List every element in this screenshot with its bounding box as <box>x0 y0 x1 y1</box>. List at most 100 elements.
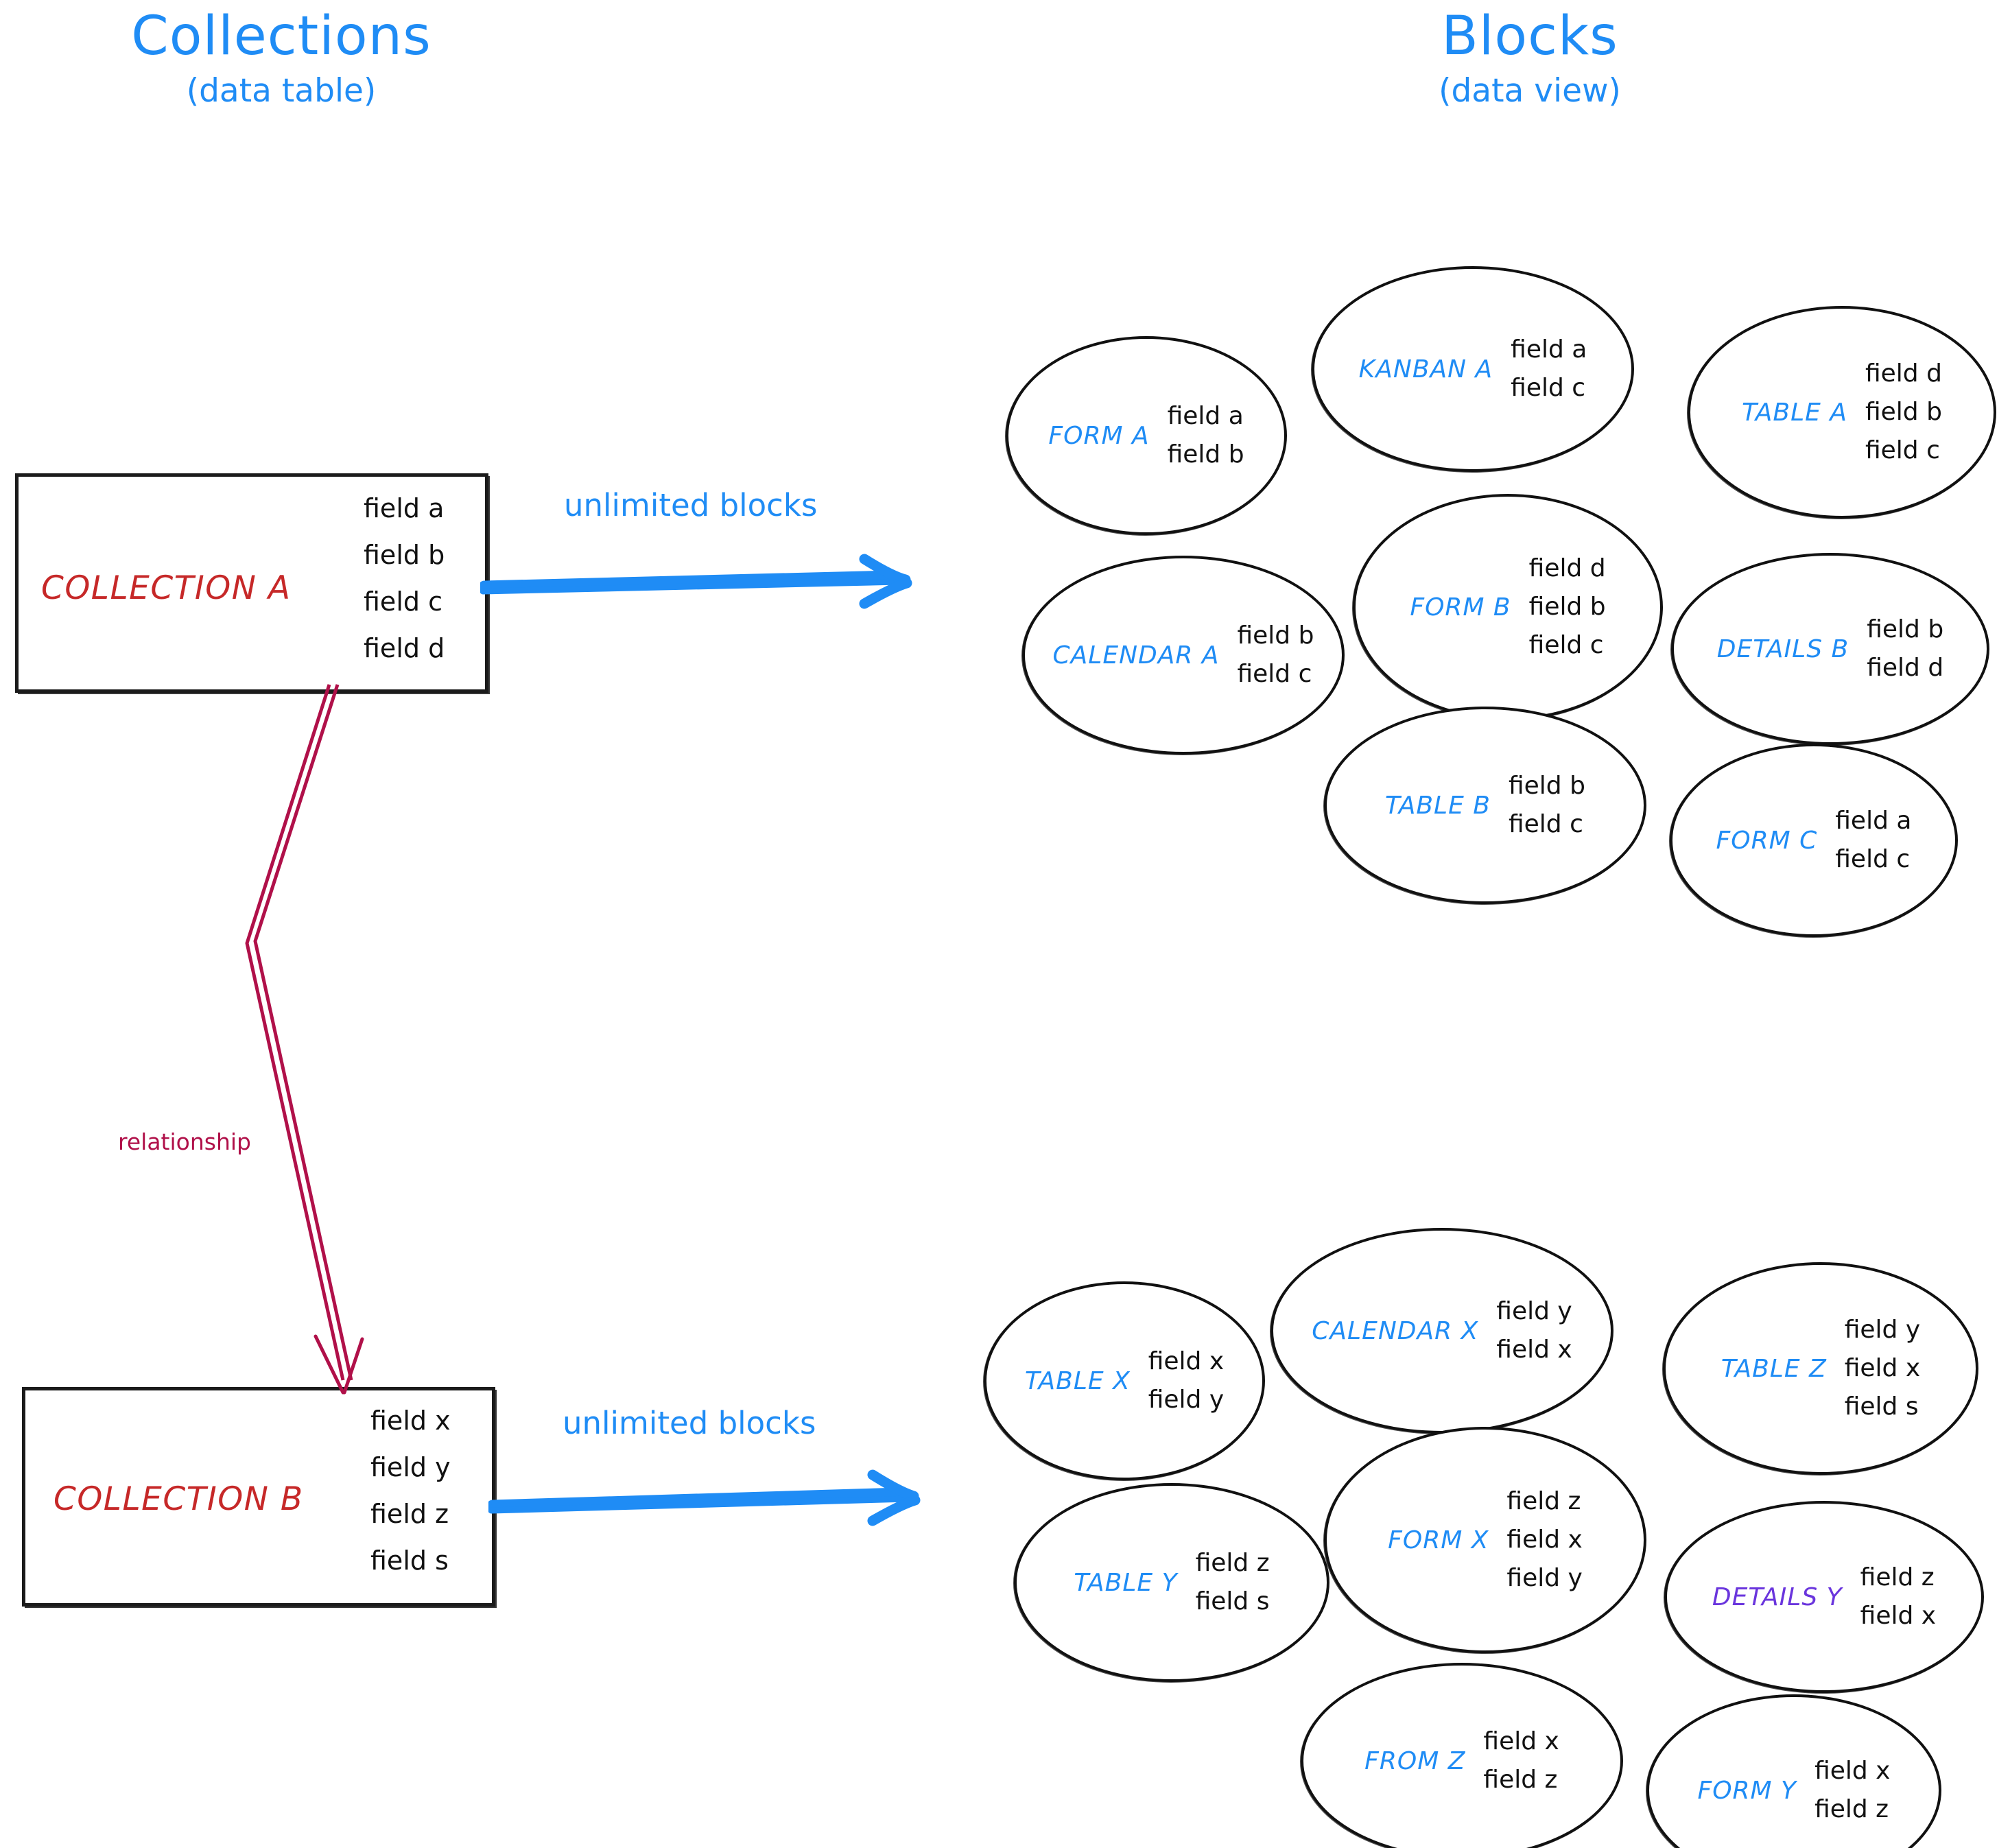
block-form-x[interactable]: FORM X field z field x field y <box>1323 1427 1646 1654</box>
block-fields: field z field s <box>1196 1544 1270 1621</box>
block-fields: field x field z <box>1814 1752 1890 1829</box>
block-field: field y <box>1844 1316 1921 1344</box>
block-fields: field d field b field c <box>1865 355 1942 469</box>
block-fields: field b field c <box>1237 617 1314 694</box>
block-label: TABLE A <box>1742 398 1847 427</box>
block-field: field x <box>1860 1602 1937 1630</box>
block-kanban-a[interactable]: KANBAN A field a field c <box>1311 266 1634 473</box>
unlimited-blocks-arrow-b <box>486 1437 955 1547</box>
block-from-z[interactable]: FROM Z field x field z <box>1300 1663 1623 1848</box>
block-label: CALENDAR A <box>1052 641 1220 670</box>
block-table-y[interactable]: TABLE Y field z field s <box>1013 1483 1329 1683</box>
unlimited-blocks-arrow-a <box>478 521 947 631</box>
block-field: field d <box>1867 654 1944 682</box>
block-table-x[interactable]: TABLE X field x field y <box>983 1281 1265 1481</box>
block-label: FORM Y <box>1697 1776 1797 1805</box>
collection-a-field: field d <box>364 633 445 663</box>
block-label: FORM C <box>1716 826 1818 855</box>
block-form-y[interactable]: FORM Y field x field z <box>1646 1694 1941 1848</box>
relationship-arrow-icon <box>245 684 364 1395</box>
block-fields: field d field b field c <box>1529 549 1606 664</box>
collection-b-field: field s <box>370 1545 449 1576</box>
block-field: field y <box>1506 1563 1583 1592</box>
block-field: field b <box>1508 772 1585 801</box>
block-field: field b <box>1865 398 1942 427</box>
block-field: field s <box>1195 1587 1270 1615</box>
collection-a-field: field b <box>364 540 445 570</box>
arrow-right-icon <box>486 1469 921 1526</box>
block-field: field z <box>1195 1549 1270 1578</box>
collection-a-box[interactable] <box>15 473 488 693</box>
block-label: TABLE Y <box>1074 1568 1178 1597</box>
block-table-z[interactable]: TABLE Z field y field x field s <box>1662 1262 1978 1476</box>
arrow-right-icon <box>478 554 912 609</box>
blocks-title: Blocks <box>1441 5 1618 67</box>
relationship-label: relationship <box>118 1128 251 1155</box>
block-field: field c <box>1508 810 1583 838</box>
block-field: field y <box>1496 1297 1572 1326</box>
unlimited-blocks-label-a: unlimited blocks <box>564 487 818 523</box>
block-field: field c <box>1528 630 1604 659</box>
block-label: FORM A <box>1048 421 1150 450</box>
block-label: FORM X <box>1388 1526 1489 1554</box>
block-field: field x <box>1814 1757 1891 1786</box>
block-table-b[interactable]: TABLE B field b field c <box>1323 707 1646 905</box>
collection-b-fields: field x field y field z field s <box>370 1408 451 1574</box>
collection-b-name: COLLECTION B <box>54 1480 304 1518</box>
block-field: field b <box>1167 440 1244 469</box>
block-field: field z <box>1814 1795 1889 1823</box>
block-details-b[interactable]: DETAILS B field b field d <box>1670 553 1989 746</box>
collections-subtitle: (data table) <box>186 72 377 110</box>
block-label: CALENDAR X <box>1312 1316 1479 1345</box>
block-field: field x <box>1496 1336 1572 1364</box>
block-field: field a <box>1511 335 1587 364</box>
block-field: field b <box>1867 615 1944 644</box>
block-table-a[interactable]: TABLE A field d field b field c <box>1687 306 1996 519</box>
block-fields: field b field c <box>1509 767 1585 844</box>
block-form-a[interactable]: FORM A field a field b <box>1005 336 1287 536</box>
collection-a-name: COLLECTION A <box>41 569 292 607</box>
collection-b-field: field y <box>370 1452 451 1482</box>
block-label: TABLE Z <box>1721 1354 1827 1383</box>
block-fields: field z field x field y <box>1506 1482 1582 1597</box>
collection-a-field: field c <box>364 587 442 617</box>
block-field: field x <box>1844 1354 1921 1383</box>
collections-title: Collections <box>131 5 431 67</box>
block-label: DETAILS B <box>1716 635 1849 663</box>
block-field: field z <box>1506 1487 1581 1516</box>
blocks-subtitle: (data view) <box>1439 72 1621 110</box>
block-label: DETAILS Y <box>1712 1583 1843 1611</box>
block-label: TABLE B <box>1385 791 1491 820</box>
block-field: field b <box>1237 621 1314 650</box>
block-field: field c <box>1835 845 1911 873</box>
block-field: field a <box>1167 402 1244 431</box>
block-fields: field y field x field s <box>1845 1311 1920 1425</box>
block-field: field c <box>1237 660 1312 688</box>
collection-a-fields: field a field b field c field d <box>364 495 445 661</box>
block-field: field c <box>1511 374 1586 402</box>
block-fields: field x field y <box>1148 1342 1224 1419</box>
block-field: field d <box>1865 359 1942 388</box>
blocks-column-title: Blocks (data view) <box>1290 5 1770 110</box>
block-calendar-x[interactable]: CALENDAR X field y field x <box>1270 1228 1613 1434</box>
block-form-c[interactable]: FORM C field a field c <box>1669 744 1958 938</box>
block-field: field x <box>1148 1347 1225 1376</box>
block-details-y[interactable]: DETAILS Y field z field x <box>1664 1501 1984 1694</box>
block-label: KANBAN A <box>1358 355 1493 383</box>
collections-column-title: Collections (data table) <box>41 5 521 110</box>
block-field: field c <box>1865 436 1940 464</box>
block-form-b[interactable]: FORM B field d field b field c <box>1352 494 1663 721</box>
block-field: field a <box>1835 807 1912 836</box>
relationship-connector <box>220 679 494 1406</box>
collection-b-field: field x <box>370 1406 451 1436</box>
collection-b-field: field z <box>370 1499 449 1529</box>
collection-a-field: field a <box>364 493 445 523</box>
block-calendar-a[interactable]: CALENDAR A field b field c <box>1021 556 1345 755</box>
block-field: field z <box>1483 1766 1558 1794</box>
block-field: field x <box>1483 1727 1559 1756</box>
block-field: field z <box>1860 1563 1935 1592</box>
block-label: TABLE X <box>1024 1366 1131 1395</box>
collection-b-box[interactable] <box>22 1387 495 1607</box>
block-field: field b <box>1528 593 1606 621</box>
